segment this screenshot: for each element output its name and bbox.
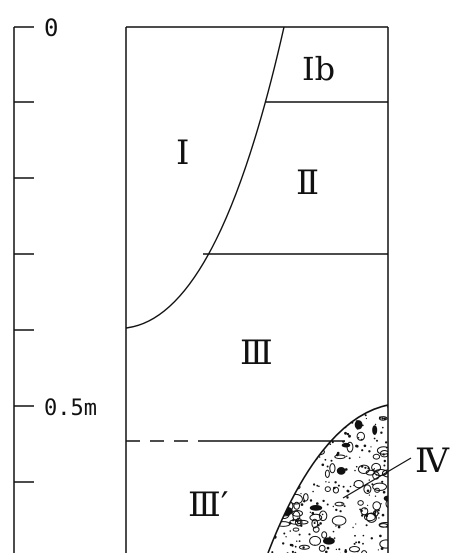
layer-boundaries <box>125 26 388 442</box>
layer-label-iii: Ⅲ <box>240 333 273 373</box>
layer-label-iv: Ⅳ <box>415 441 450 481</box>
layer-label-iii-prime: Ⅲ′ <box>188 485 229 525</box>
layer-label-ib: Ⅰb <box>302 50 335 88</box>
layer-i-boundary-curve <box>125 26 285 329</box>
layer-label-i: Ⅰ <box>176 133 189 173</box>
scale-label-mid: 0.5m <box>44 396 97 421</box>
depth-scale <box>13 26 34 553</box>
section-column <box>125 26 389 553</box>
layer-iv-boundary <box>267 404 388 553</box>
scale-label-top: 0 <box>44 14 58 42</box>
layer-iv-leader-line <box>342 457 412 499</box>
layer-label-ii: Ⅱ <box>296 163 319 203</box>
